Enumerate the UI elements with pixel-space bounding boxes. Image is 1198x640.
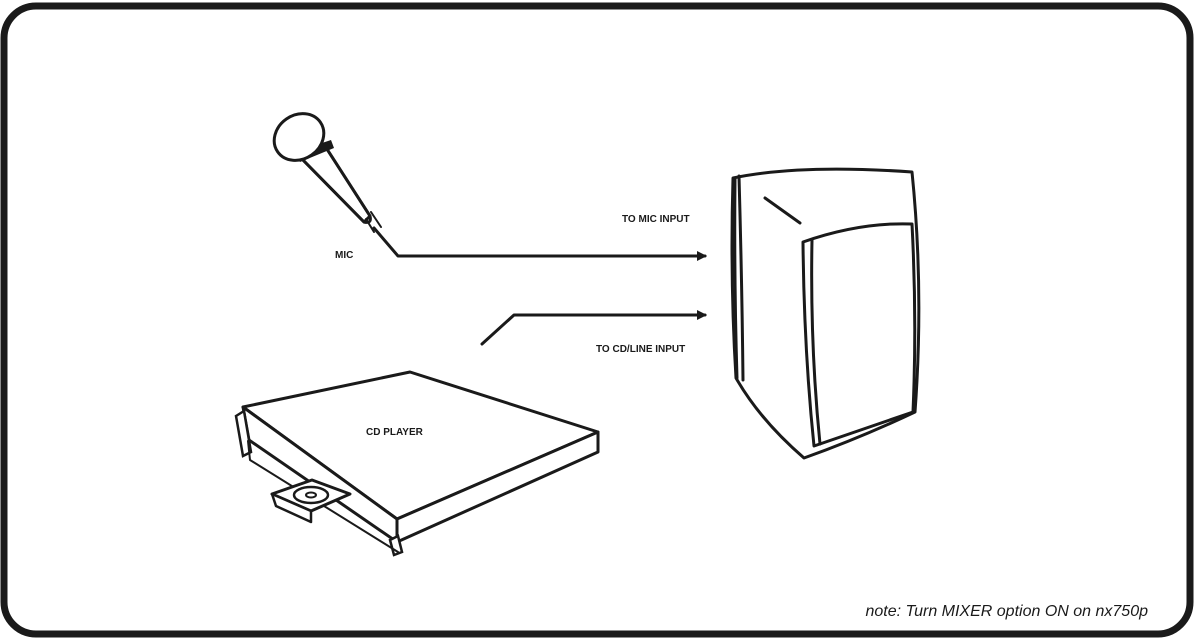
label-to-cd-line-input: TO CD/LINE INPUT [596,344,685,355]
label-mic: MIC [335,250,353,261]
label-cd-player: CD PLAYER [366,427,424,438]
note-text: note: Turn MIXER option ON on nx750p [865,603,1148,620]
microphone-icon [272,112,382,233]
speaker-icon [730,167,921,460]
mic-cable [372,226,707,261]
label-to-mic-input: TO MIC INPUT [622,214,690,225]
cd-player-icon [234,370,600,557]
cd-cable [480,310,707,346]
